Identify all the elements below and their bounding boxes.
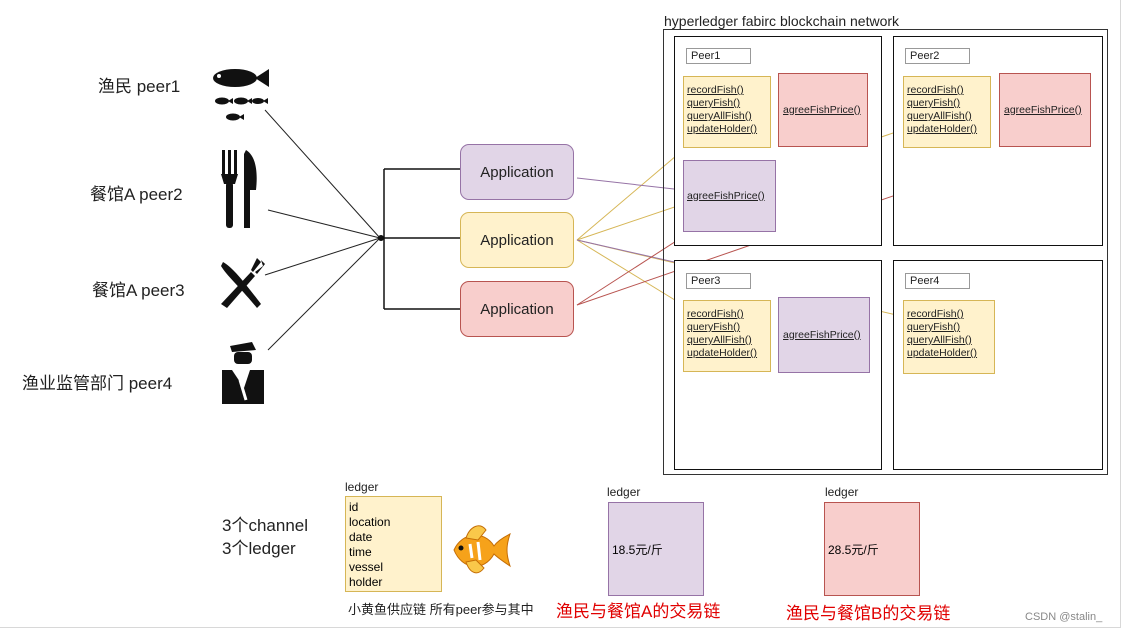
application-label: Application <box>480 163 554 181</box>
application-label: Application <box>480 300 554 318</box>
peer2-red-chaincode: agreeFishPrice() <box>999 73 1091 147</box>
fn-record: recordFish() <box>907 308 964 320</box>
fork-knife-icon <box>221 150 257 228</box>
fish-icon <box>213 69 269 121</box>
ledger-field: location <box>349 515 391 529</box>
fn-record: recordFish() <box>687 84 744 96</box>
fn-record: recordFish() <box>907 84 964 96</box>
ledger-fields-box: id location date time vessel holder <box>345 496 442 592</box>
fn-query: queryFish() <box>907 97 961 109</box>
officer-icon <box>222 342 264 404</box>
ledger-title: ledger <box>607 485 641 499</box>
actor-label-peer3: 餐馆A peer3 <box>92 281 185 300</box>
application-purple[interactable]: Application <box>460 144 574 200</box>
fn-queryall: queryAllFish() <box>907 110 972 122</box>
peer1-chaincode: recordFish() queryFish() queryAllFish() … <box>683 76 771 148</box>
fn-agree-price: agreeFishPrice() <box>783 103 861 116</box>
ledger-field: id <box>349 500 359 514</box>
fn-update: updateHolder() <box>687 347 758 359</box>
peer1-purple-chaincode: agreeFishPrice() <box>683 160 776 232</box>
fn-update: updateHolder() <box>687 123 758 135</box>
ledger-field: vessel <box>349 560 384 574</box>
fn-query: queryFish() <box>687 321 741 333</box>
fn-queryall: queryAllFish() <box>907 334 972 346</box>
channel-count: 3个channel <box>222 516 309 535</box>
supply-chain-caption: 小黄鱼供应链 所有peer参与其中 <box>348 602 534 617</box>
actor-label-peer2: 餐馆A peer2 <box>90 185 183 204</box>
ledger-count: 3个ledger <box>222 539 296 558</box>
peer3-chaincode: recordFish() queryFish() queryAllFish() … <box>683 300 771 372</box>
peer4-tag: Peer4 <box>905 273 970 289</box>
peer1-tag: Peer1 <box>686 48 751 64</box>
application-label: Application <box>480 231 554 249</box>
peer1-red-chaincode: agreeFishPrice() <box>778 73 868 147</box>
ledger-value: 28.5元/斤 <box>828 542 879 557</box>
actor-label-peer4: 渔业监管部门 peer4 <box>22 374 173 393</box>
peer4-chaincode: recordFish() queryFish() queryAllFish() … <box>903 300 995 374</box>
fn-agree-price: agreeFishPrice() <box>687 189 765 202</box>
actor-lines <box>264 109 381 351</box>
ledger-field: date <box>349 530 373 544</box>
peer2-chaincode: recordFish() queryFish() queryAllFish() … <box>903 76 991 148</box>
fn-update: updateHolder() <box>907 123 978 135</box>
fn-agree-price: agreeFishPrice() <box>1004 103 1082 116</box>
ledger-title: ledger <box>825 485 859 499</box>
application-yellow[interactable]: Application <box>460 212 574 268</box>
crossed-utensils-icon <box>221 258 265 308</box>
ledger-value: 18.5元/斤 <box>612 542 663 557</box>
application-red[interactable]: Application <box>460 281 574 337</box>
ledger-box-purple: 18.5元/斤 <box>608 502 704 596</box>
hub-bracket <box>380 168 460 310</box>
actor-label-peer1: 渔民 peer1 <box>98 77 181 96</box>
ledger-field: holder <box>349 575 383 589</box>
fn-update: updateHolder() <box>907 347 978 359</box>
peer2-tag: Peer2 <box>905 48 970 64</box>
ledger-box-red: 28.5元/斤 <box>824 502 920 596</box>
ledger-title: ledger <box>345 480 379 494</box>
fn-queryall: queryAllFish() <box>687 334 752 346</box>
blockchain-network <box>663 29 1108 475</box>
peer3-purple-chaincode: agreeFishPrice() <box>778 297 870 373</box>
fn-agree-price: agreeFishPrice() <box>783 328 861 341</box>
fn-query: queryFish() <box>907 321 961 333</box>
network-title: hyperledger fabirc blockchain network <box>664 13 900 29</box>
watermark: CSDN @stalin_ <box>1025 611 1103 623</box>
fn-query: queryFish() <box>687 97 741 109</box>
peer3-tag: Peer3 <box>686 273 751 289</box>
chain-b-caption: 渔民与餐馆B的交易链 <box>786 604 951 623</box>
fn-record: recordFish() <box>687 308 744 320</box>
chain-a-caption: 渔民与餐馆A的交易链 <box>556 602 721 621</box>
peer4-box <box>893 260 1103 470</box>
fn-queryall: queryAllFish() <box>687 110 752 122</box>
goldfish-icon <box>453 525 511 574</box>
ledger-field: time <box>349 545 372 559</box>
